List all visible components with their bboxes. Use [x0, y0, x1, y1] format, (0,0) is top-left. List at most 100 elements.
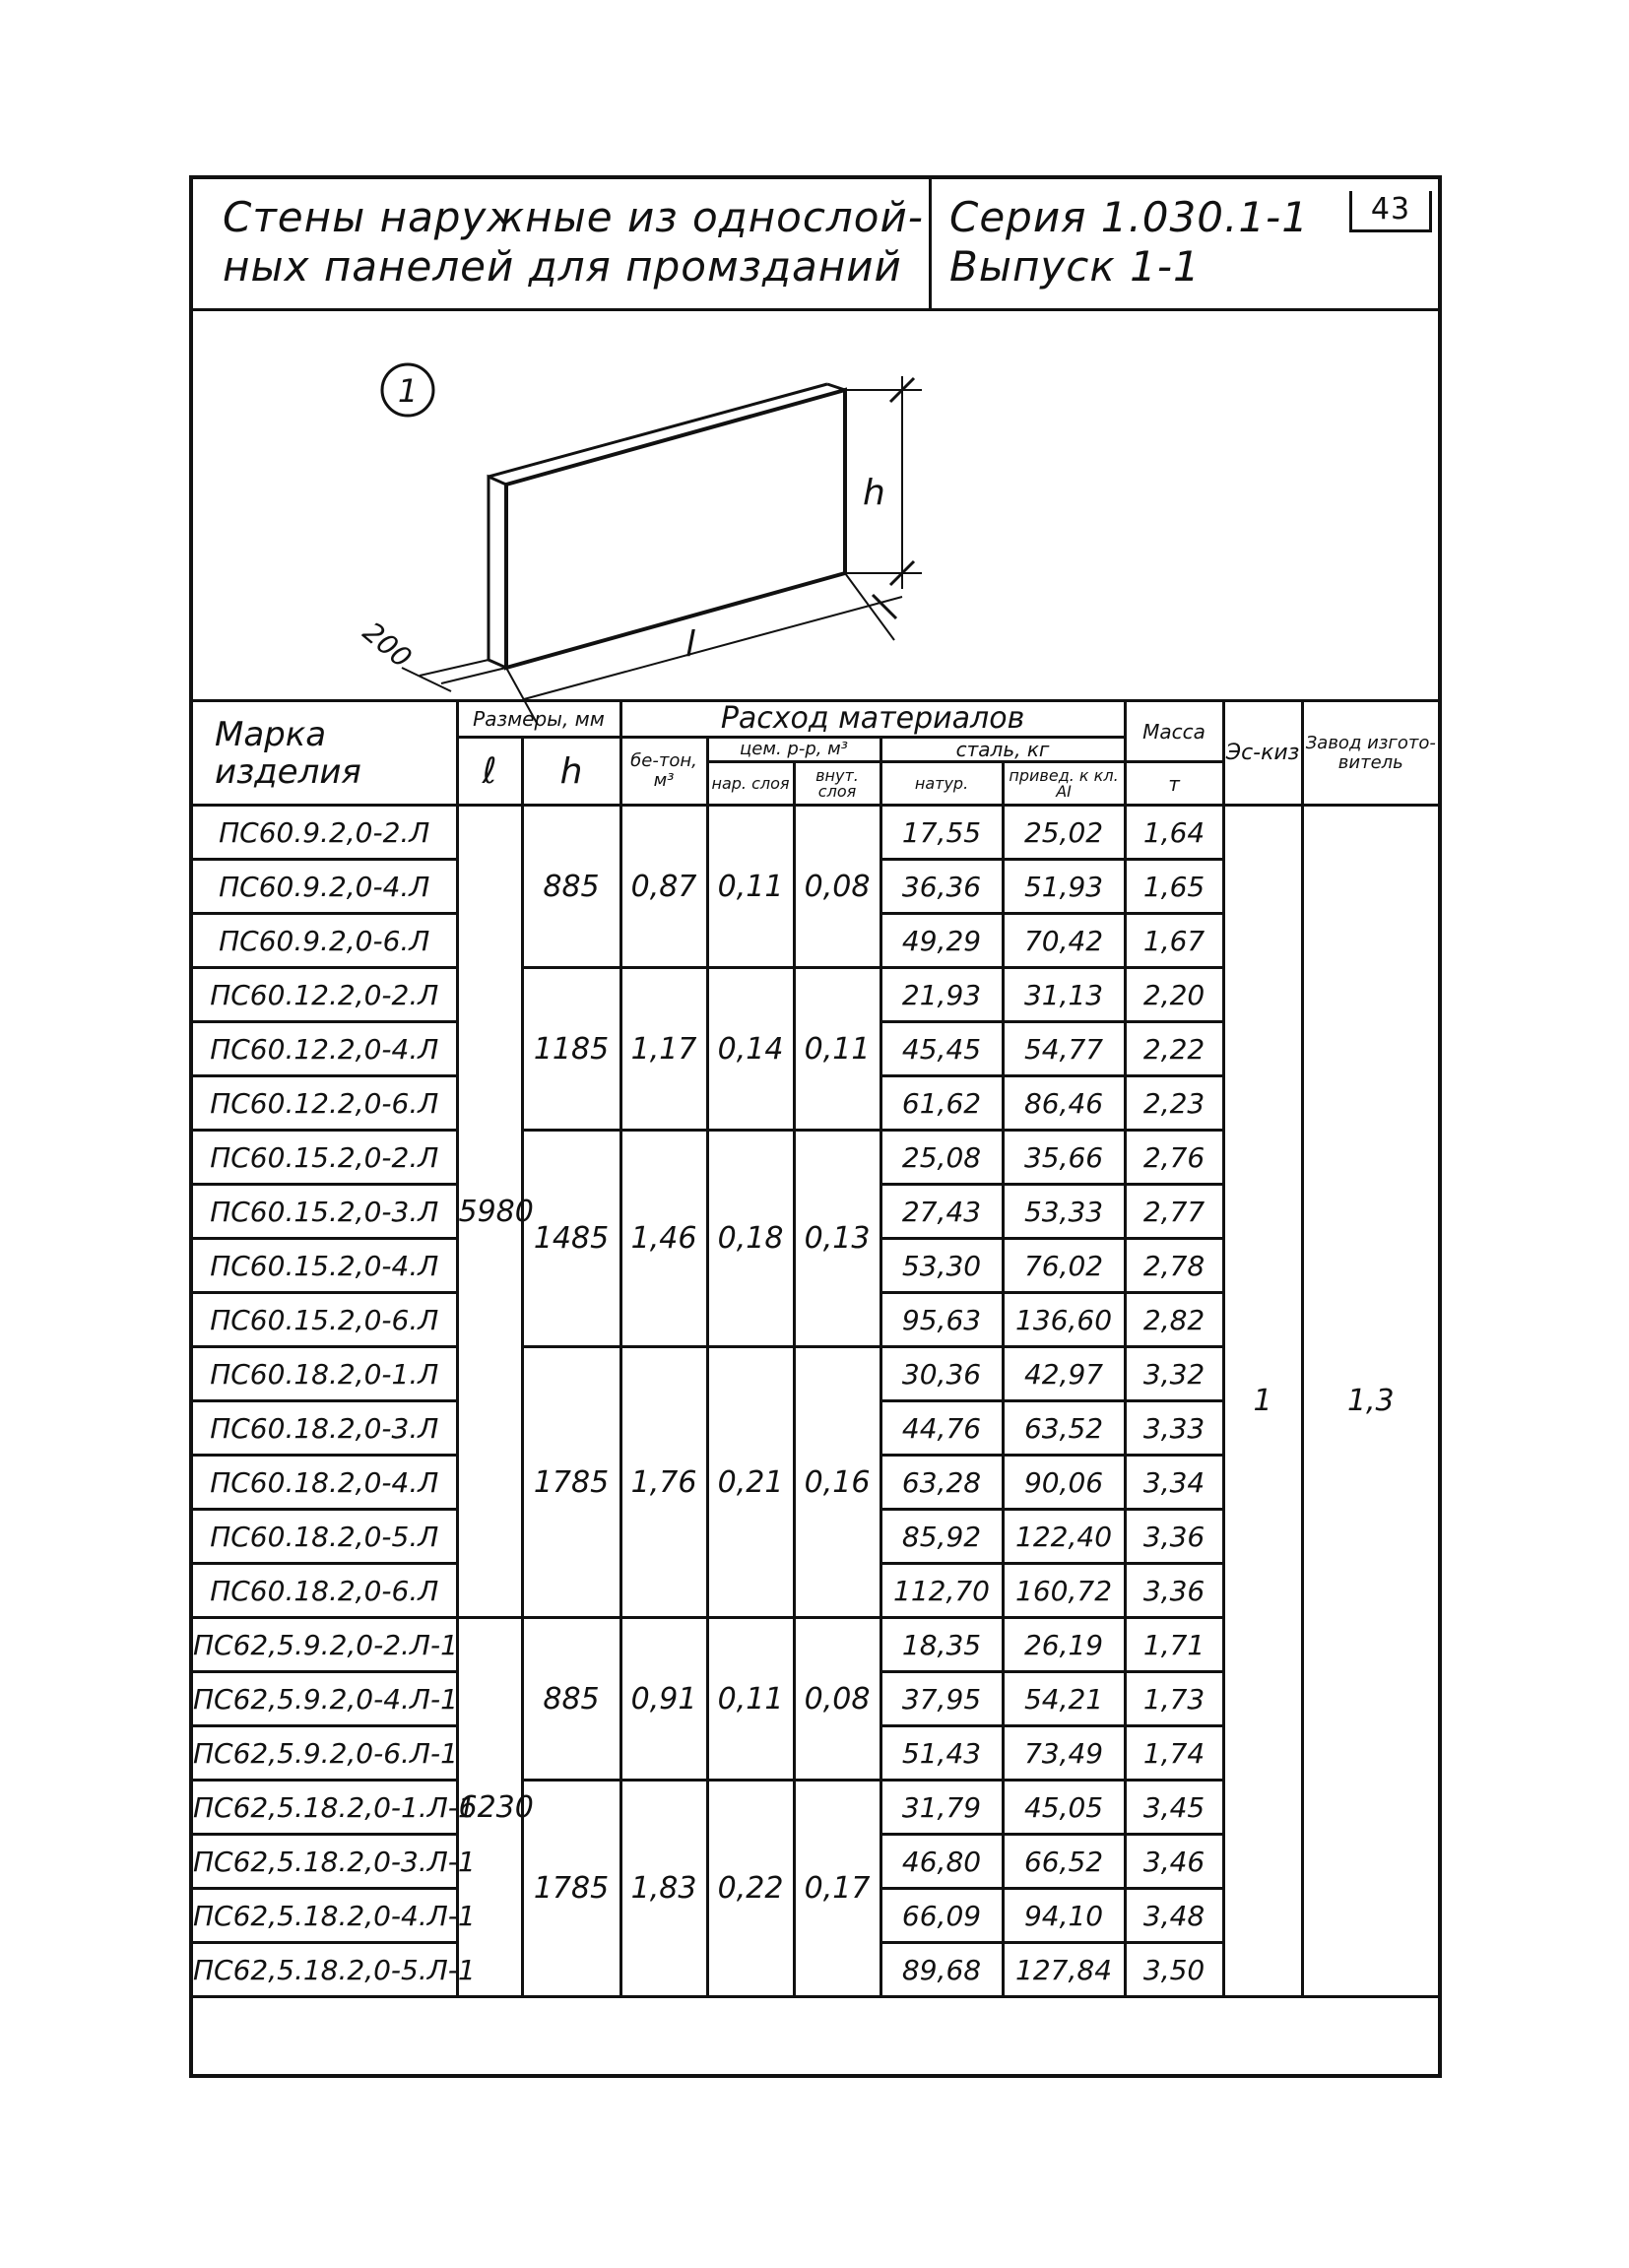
mass-value: 1,71 — [1123, 1616, 1225, 1673]
document-title: Стены наружные из однослой- ных панелей … — [193, 179, 932, 308]
header-dim-h: h — [520, 736, 622, 807]
title-line-2: ных панелей для промзданий — [223, 242, 902, 291]
dim-h-tick-bottom — [888, 559, 916, 587]
mass-value: 1,73 — [1123, 1670, 1225, 1727]
mass-value: 3,46 — [1123, 1833, 1225, 1890]
concrete-value: 1,17 — [619, 966, 709, 1132]
product-mark: ПС60.15.2,0-3.Л — [193, 1183, 459, 1240]
mortar-outer-value: 0,14 — [705, 966, 796, 1132]
steel-natural-value: 25,08 — [879, 1129, 1005, 1186]
steel-reduced-value: 122,40 — [1001, 1508, 1127, 1565]
product-mark: ПС60.12.2,0-4.Л — [193, 1020, 459, 1077]
title-block: Стены наружные из однослой- ных панелей … — [193, 179, 1438, 311]
product-mark: ПС60.15.2,0-4.Л — [193, 1237, 459, 1294]
product-mark: ПС62,5.9.2,0-4.Л-1 — [193, 1670, 459, 1727]
steel-reduced-value: 53,33 — [1001, 1183, 1127, 1240]
header-mortar-inner: внут. слоя — [792, 760, 882, 807]
header-consumption: Расход материалов — [619, 702, 1127, 739]
panel-sketch-drawing: 1 h l 200 — [357, 362, 922, 726]
steel-natural-value: 46,80 — [879, 1833, 1005, 1890]
mass-value: 1,65 — [1123, 858, 1225, 915]
header-mass-unit: т — [1123, 760, 1224, 807]
product-mark: ПС60.18.2,0-3.Л — [193, 1399, 459, 1457]
concrete-value: 1,46 — [619, 1129, 709, 1348]
header-steel-natural: натур. — [879, 760, 1005, 807]
product-mark: ПС62,5.18.2,0-5.Л-1 — [193, 1941, 476, 1998]
product-mark: ПС60.15.2,0-2.Л — [193, 1129, 459, 1186]
mortar-outer-value: 0,18 — [705, 1129, 796, 1348]
steel-natural-value: 61,62 — [879, 1074, 1005, 1132]
product-mark: ПС62,5.18.2,0-4.Л-1 — [193, 1887, 476, 1944]
mortar-inner-value: 0,11 — [792, 966, 882, 1132]
concrete-value: 1,76 — [619, 1345, 709, 1619]
mass-value: 3,45 — [1123, 1779, 1225, 1836]
product-mark: ПС60.18.2,0-1.Л — [193, 1345, 459, 1402]
steel-natural-value: 21,93 — [879, 966, 1005, 1023]
steel-reduced-value: 66,52 — [1001, 1833, 1127, 1890]
product-mark: ПС62,5.9.2,0-2.Л-1 — [193, 1616, 459, 1673]
drawing-sheet: Стены наружные из однослой- ных панелей … — [189, 175, 1442, 2078]
product-mark: ПС60.12.2,0-6.Л — [193, 1074, 459, 1132]
mortar-inner-value: 0,13 — [792, 1129, 882, 1348]
mass-value: 3,50 — [1123, 1941, 1225, 1998]
panel-sketch: 1 h l 200 — [193, 311, 1438, 726]
sheet-number: 43 — [1349, 191, 1432, 232]
steel-reduced-value: 42,97 — [1001, 1345, 1127, 1402]
header-sketch: Эс-киз — [1221, 702, 1304, 807]
panel-top-edge — [488, 382, 828, 479]
mortar-inner-value: 0,17 — [792, 1779, 882, 1998]
header-steel: сталь, кг — [879, 736, 1126, 763]
mass-value: 3,33 — [1123, 1399, 1225, 1457]
mortar-inner-value: 0,16 — [792, 1345, 882, 1619]
steel-reduced-value: 70,42 — [1001, 912, 1127, 969]
steel-natural-value: 45,45 — [879, 1020, 1005, 1077]
steel-natural-value: 53,30 — [879, 1237, 1005, 1294]
product-mark: ПС60.9.2,0-6.Л — [193, 912, 459, 969]
height-value: 1785 — [520, 1779, 622, 1998]
mass-value: 3,36 — [1123, 1562, 1225, 1619]
height-value: 1785 — [520, 1345, 622, 1619]
dim-thickness-label: 200 — [357, 616, 418, 675]
dim-l-line — [523, 596, 903, 700]
product-mark: ПС60.9.2,0-4.Л — [193, 858, 459, 915]
steel-reduced-value: 54,21 — [1001, 1670, 1127, 1727]
product-mark: ПС62,5.9.2,0-6.Л-1 — [193, 1724, 459, 1782]
series-label: Серия 1.030.1-1 — [949, 193, 1309, 241]
sketch-value: 1 — [1221, 804, 1304, 1998]
title-line-1: Стены наружные из однослой- — [223, 193, 924, 241]
factory-value: 1,3 — [1300, 804, 1439, 1998]
mortar-outer-value: 0,11 — [705, 1616, 796, 1782]
steel-natural-value: 51,43 — [879, 1724, 1005, 1782]
header-concrete: бе-тон, м³ — [619, 736, 709, 807]
steel-natural-value: 89,68 — [879, 1941, 1005, 1998]
product-mark: ПС60.9.2,0-2.Л — [193, 804, 459, 861]
product-mark: ПС60.18.2,0-5.Л — [193, 1508, 459, 1565]
mass-value: 2,23 — [1123, 1074, 1225, 1132]
panel-spec-table: Марка изделия Размеры, мм Расход материа… — [193, 702, 1439, 1998]
product-mark: ПС62,5.18.2,0-1.Л-1 — [193, 1779, 476, 1836]
height-value: 885 — [520, 804, 622, 969]
header-steel-reduced: привед. к кл. AI — [1001, 760, 1127, 807]
steel-reduced-value: 127,84 — [1001, 1941, 1127, 1998]
mass-value: 2,77 — [1123, 1183, 1225, 1240]
steel-natural-value: 63,28 — [879, 1454, 1005, 1511]
steel-natural-value: 27,43 — [879, 1183, 1005, 1240]
header-dim-l: ℓ — [457, 736, 524, 807]
steel-natural-value: 49,29 — [879, 912, 1005, 969]
mass-value: 2,76 — [1123, 1129, 1225, 1186]
footer-empty-row — [193, 1995, 1438, 2074]
sketch-marker-circle — [380, 362, 435, 418]
